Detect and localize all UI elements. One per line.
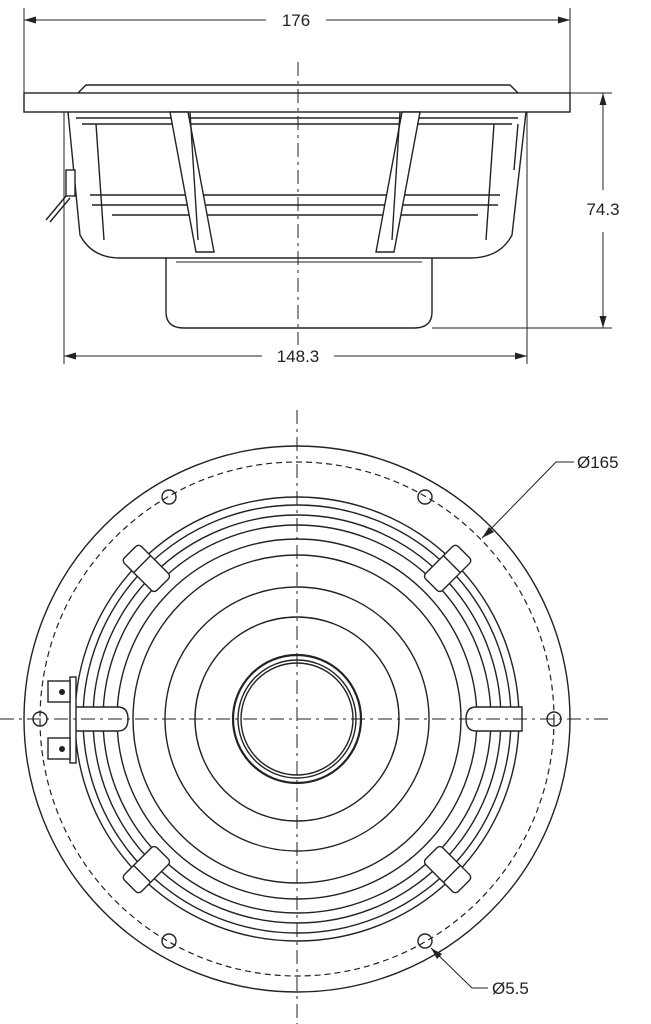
dim-overall-width: 176: [23, 8, 571, 93]
basket-ribs: [169, 111, 421, 253]
hole-diameter-label: Ø5.5: [492, 979, 529, 998]
front-view: Ø165 Ø5.5: [0, 410, 619, 1024]
basket-width-label: 148.3: [277, 347, 320, 366]
front-flange: [23, 92, 571, 113]
basket-outline: [67, 111, 527, 259]
dim-depth: 74.3: [432, 92, 620, 329]
front-terminals: [47, 676, 77, 764]
leader-mounting-diameter: Ø165: [481, 453, 619, 539]
depth-label: 74.3: [586, 200, 619, 219]
mounting-diameter-label: Ø165: [577, 453, 619, 472]
side-terminal: [45, 169, 76, 223]
overall-width-label: 176: [282, 11, 310, 30]
dim-basket-width: 148.3: [63, 112, 528, 366]
leader-hole-diameter: Ø5.5: [430, 947, 529, 998]
flange-lip: [77, 84, 519, 94]
magnet-assembly: [165, 258, 433, 329]
side-view: 176 148.3 74.3: [23, 8, 620, 366]
